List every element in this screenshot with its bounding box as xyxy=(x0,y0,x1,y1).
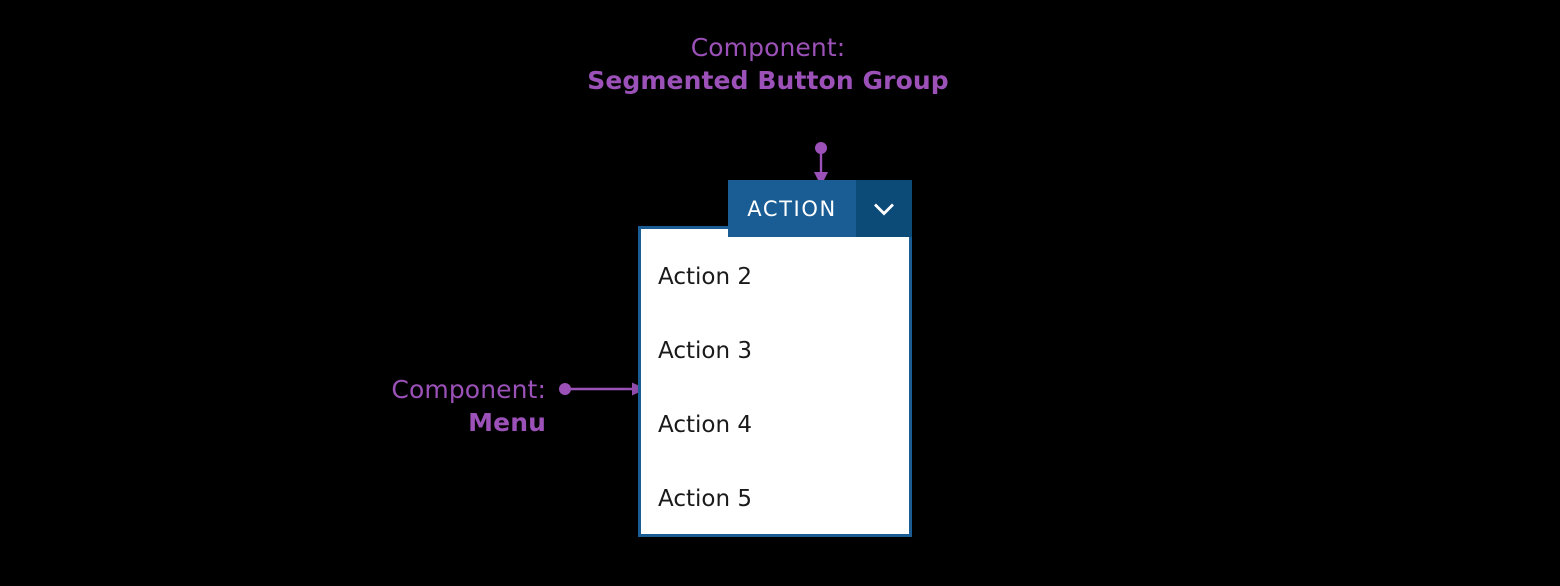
annotation-top-label: Component: xyxy=(690,33,846,62)
segmented-button-group[interactable]: Action xyxy=(728,180,912,237)
dropdown-toggle-button[interactable] xyxy=(856,180,912,237)
action-button[interactable]: Action xyxy=(728,180,856,237)
chevron-down-icon xyxy=(874,203,894,215)
annotation-top-value: Segmented Button Group xyxy=(587,65,949,95)
menu-item[interactable]: Action 5 xyxy=(658,486,752,512)
annotation-segmented-button-group: Component: Segmented Button Group xyxy=(568,32,968,97)
leader-dot-icon xyxy=(815,142,827,154)
menu-item[interactable]: Action 3 xyxy=(658,338,752,364)
annotation-menu: Component: Menu xyxy=(206,374,546,439)
leader-dot-icon xyxy=(559,383,571,395)
dropdown-menu[interactable]: Action 2 Action 3 Action 4 Action 5 xyxy=(638,226,912,537)
leader-line-left xyxy=(559,382,646,396)
menu-item[interactable]: Action 4 xyxy=(658,412,752,438)
menu-item[interactable]: Action 2 xyxy=(658,264,752,290)
annotation-left-value: Menu xyxy=(468,407,546,437)
annotation-left-label: Component: xyxy=(391,375,546,404)
